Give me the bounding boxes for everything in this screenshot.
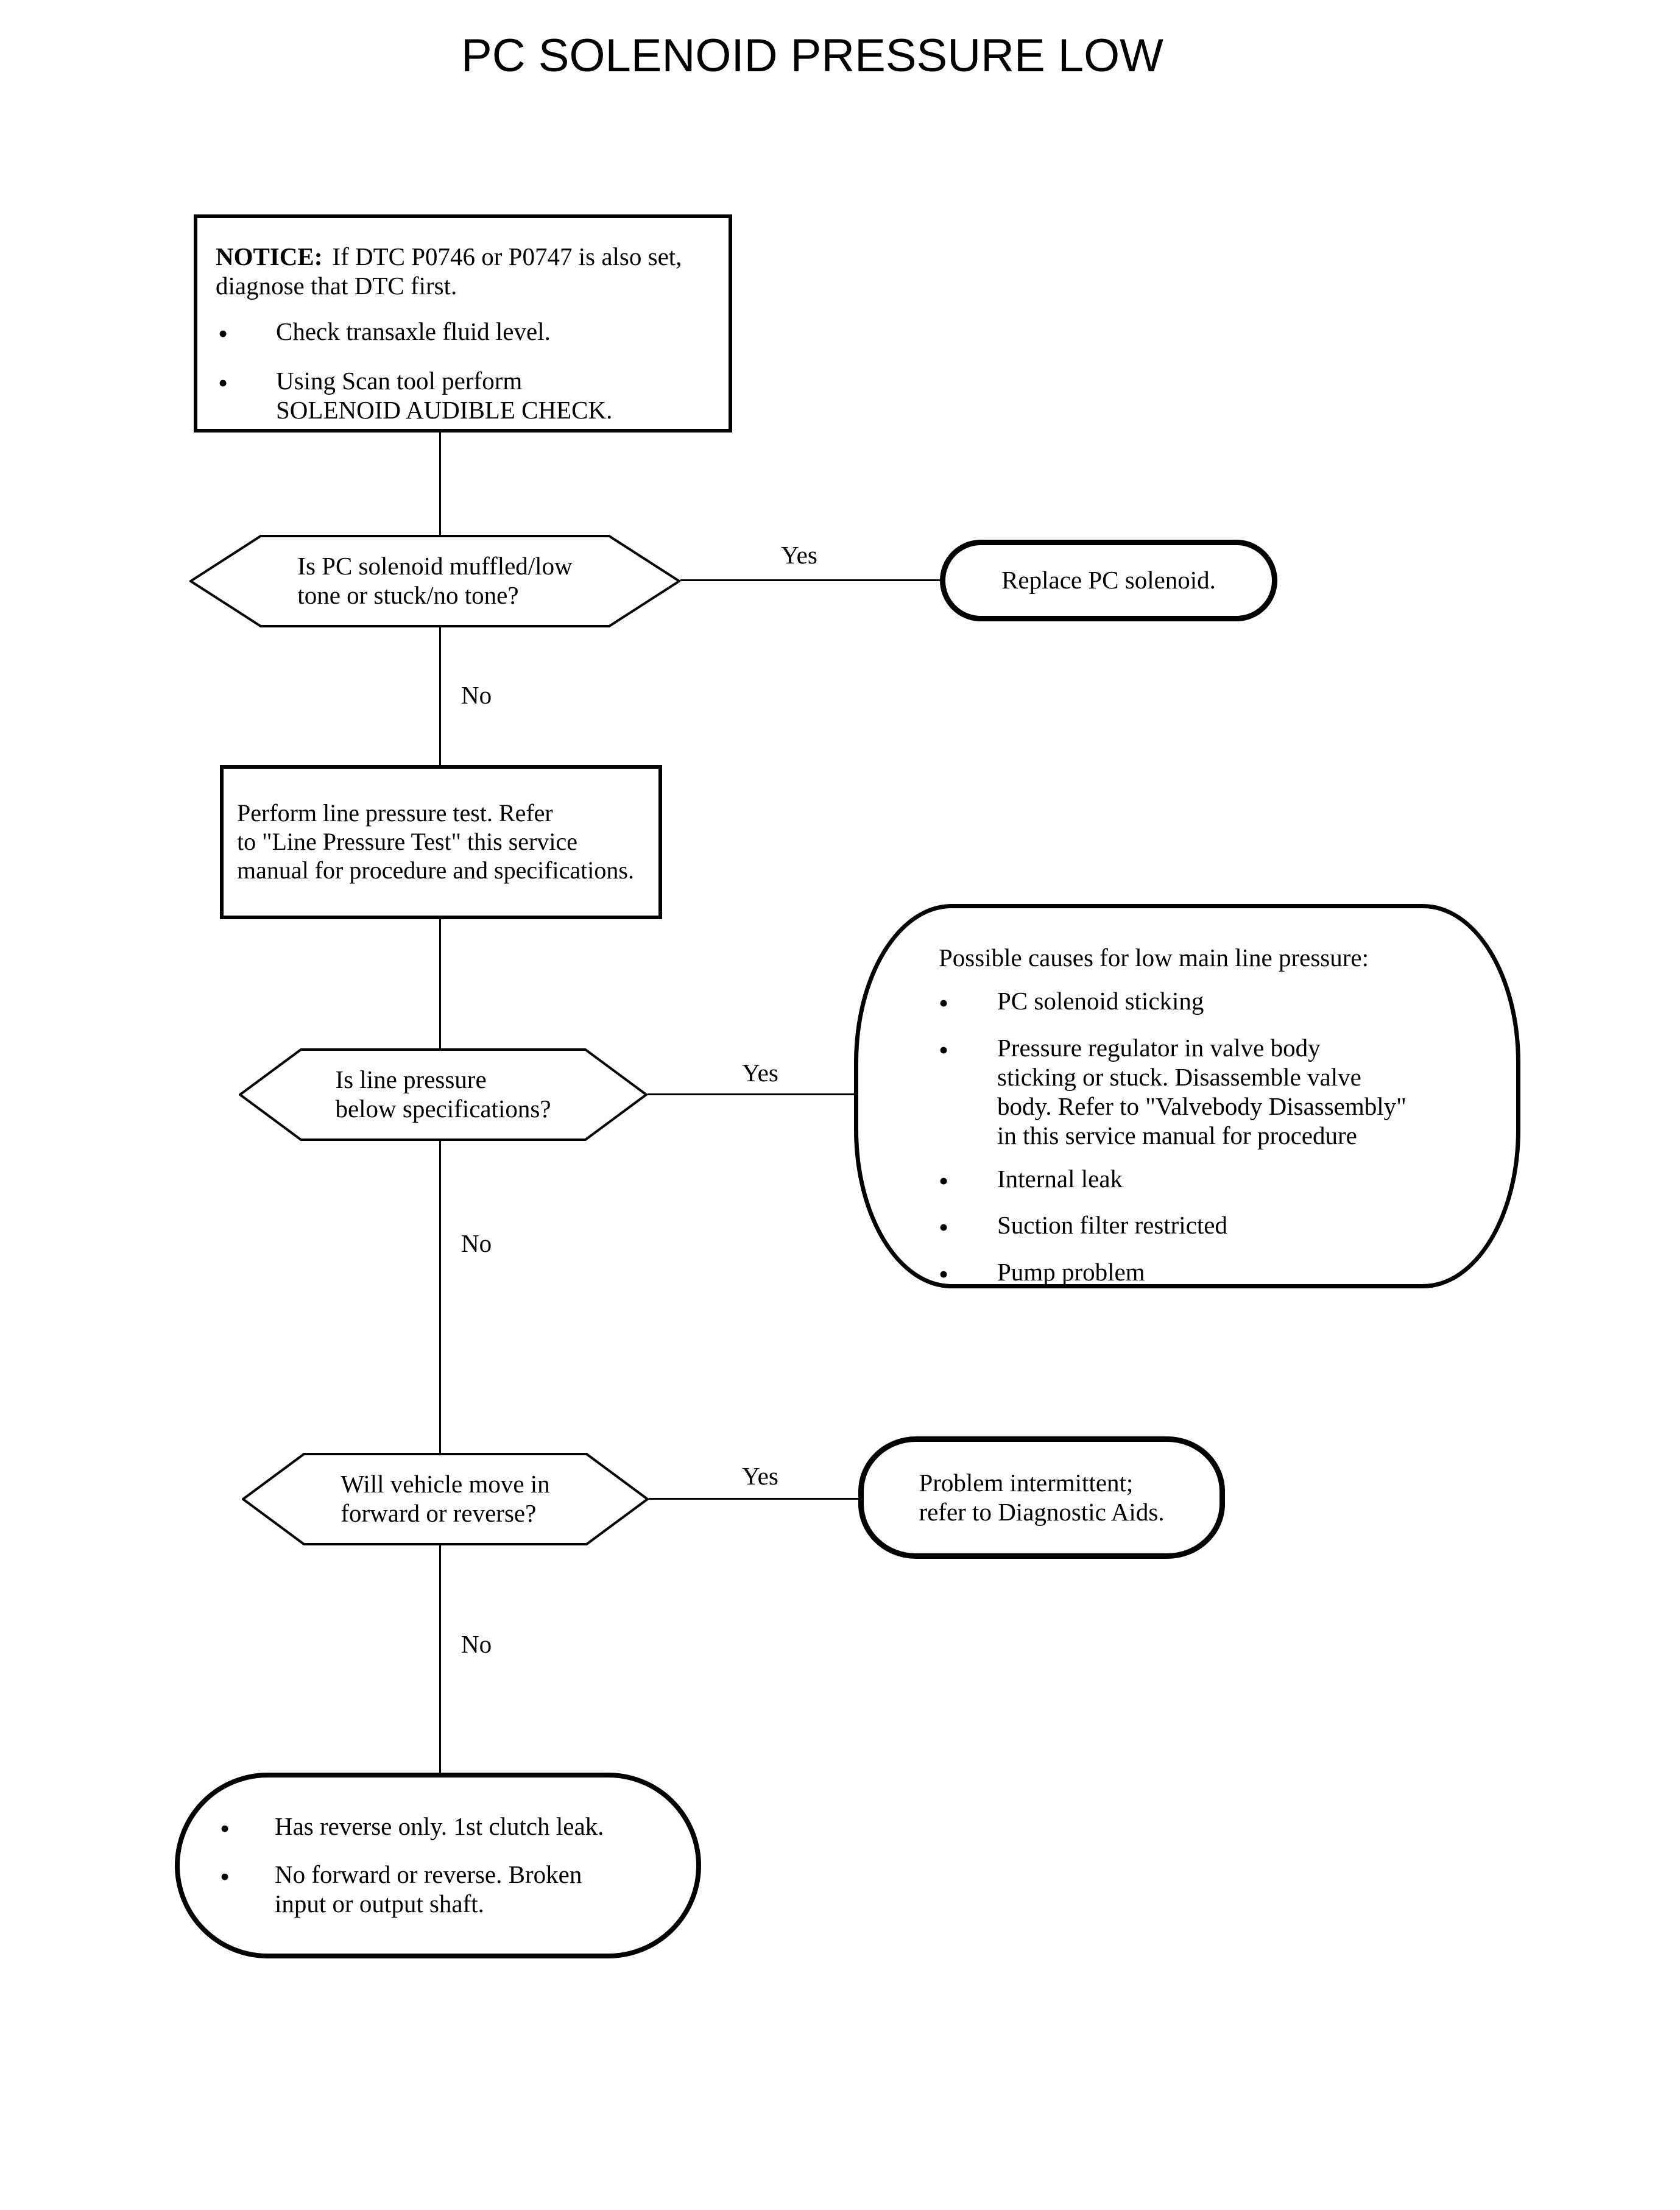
- edge-label-no-3: No: [461, 1630, 492, 1658]
- list-item-text: Has reverse only. 1st clutch leak.: [275, 1812, 604, 1840]
- list-item-text: Pump problem: [997, 1258, 1145, 1287]
- callout-possible-causes: Possible causes for low main line pressu…: [854, 904, 1520, 1291]
- list-item-text: Using Scan tool perform SOLENOID AUDIBLE…: [276, 366, 613, 424]
- bullet-icon: •: [218, 317, 228, 349]
- decision-vehicle-move: Will vehicle move in forward or reverse?: [242, 1453, 649, 1545]
- bullet-icon: •: [220, 1861, 230, 1893]
- process-text: Perform line pressure test. Refer to "Li…: [237, 799, 634, 884]
- hexagon-shape: [189, 535, 680, 627]
- connector-decision1-yes: [680, 579, 941, 581]
- terminal-replace-pc-solenoid: Replace PC solenoid.: [940, 540, 1277, 621]
- edge-label-yes-1: Yes: [781, 541, 817, 569]
- connector-process-to-decision2: [439, 919, 441, 1048]
- bullet-icon: •: [939, 1165, 949, 1196]
- list-item: • Suction filter restricted: [858, 1211, 1498, 1244]
- list-item: • Pump problem: [858, 1258, 1498, 1291]
- decision-text: Is line pressure below specifications?: [335, 1065, 551, 1123]
- bullet-icon: •: [939, 1212, 949, 1243]
- connector-decision3-yes: [649, 1498, 859, 1500]
- terminal-text: Replace PC solenoid.: [1001, 566, 1216, 595]
- hexagon-shape: [239, 1048, 648, 1141]
- terminal-problem-intermittent: Problem intermittent; refer to Diagnosti…: [858, 1436, 1225, 1559]
- list-item-text: Suction filter restricted: [997, 1211, 1227, 1240]
- notice-paragraph: NOTICE:If DTC P0746 or P0747 is also set…: [197, 242, 718, 301]
- list-item: • Using Scan tool perform SOLENOID AUDIB…: [197, 367, 718, 425]
- notice-label: NOTICE:: [216, 242, 323, 270]
- notice-box: NOTICE:If DTC P0746 or P0747 is also set…: [194, 214, 732, 432]
- terminal-text: Problem intermittent; refer to Diagnosti…: [919, 1468, 1165, 1526]
- decision-solenoid-tone: Is PC solenoid muffled/low tone or stuck…: [189, 535, 680, 627]
- page-title: PC SOLENOID PRESSURE LOW: [461, 30, 1163, 82]
- list-item-text: PC solenoid sticking: [997, 986, 1204, 1015]
- list-item: • Check transaxle fluid level.: [197, 317, 718, 350]
- bullet-icon: •: [939, 1259, 949, 1290]
- list-item: • PC solenoid sticking: [858, 987, 1498, 1020]
- edge-label-yes-2: Yes: [742, 1059, 778, 1087]
- list-item-text: Check transaxle fluid level.: [276, 317, 551, 345]
- bullet-icon: •: [220, 1812, 230, 1844]
- decision-text: Will vehicle move in forward or reverse?: [341, 1470, 550, 1527]
- edge-label-no-1: No: [461, 681, 492, 709]
- list-item-text: No forward or reverse. Broken input or o…: [275, 1860, 582, 1918]
- bullet-icon: •: [939, 987, 949, 1019]
- connector-decision2-yes: [648, 1093, 855, 1095]
- decision-line-pressure: Is line pressure below specifications?: [239, 1048, 648, 1141]
- list-item: • No forward or reverse. Broken input or…: [180, 1860, 696, 1919]
- process-line-pressure-test: Perform line pressure test. Refer to "Li…: [220, 765, 662, 919]
- bullet-icon: •: [939, 1034, 949, 1065]
- hexagon-shape: [242, 1453, 649, 1545]
- connector-notice-to-decision1: [439, 432, 441, 536]
- list-item-text: Internal leak: [997, 1164, 1123, 1193]
- terminal-no-move-outcomes: • Has reverse only. 1st clutch leak. • N…: [175, 1773, 701, 1958]
- edge-label-no-2: No: [461, 1229, 492, 1257]
- causes-heading: Possible causes for low main line pressu…: [939, 944, 1369, 972]
- decision-text: Is PC solenoid muffled/low tone or stuck…: [297, 552, 573, 609]
- connector-decision2-no: [439, 1141, 441, 1453]
- connector-decision1-no: [439, 627, 441, 765]
- connector-decision3-no: [439, 1545, 441, 1774]
- list-item: • Pressure regulator in valve body stick…: [858, 1034, 1498, 1151]
- edge-label-yes-3: Yes: [742, 1462, 778, 1490]
- list-item: • Has reverse only. 1st clutch leak.: [180, 1812, 696, 1845]
- list-item: • Internal leak: [858, 1165, 1498, 1198]
- bullet-icon: •: [218, 367, 228, 398]
- list-item-text: Pressure regulator in valve body stickin…: [997, 1033, 1406, 1149]
- notice-text: If DTC P0746 or P0747 is also set, diagn…: [216, 242, 682, 300]
